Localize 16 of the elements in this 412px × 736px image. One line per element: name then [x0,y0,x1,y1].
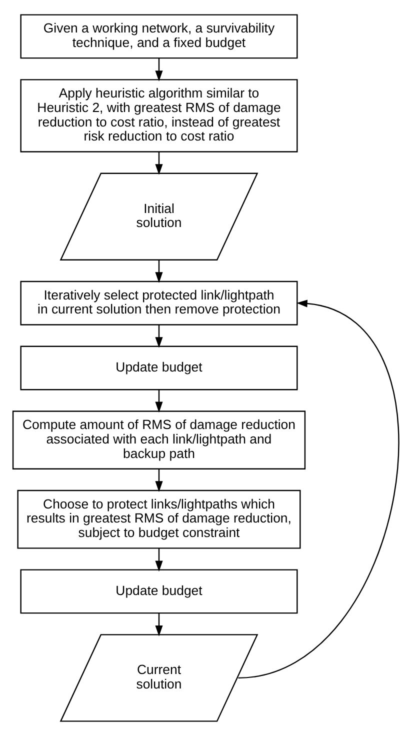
arrow [238,300,400,679]
node-box: Choose to protect links/lightpaths which results in greatest RMS of damage reduction, subject to budget constraint [17,490,301,549]
arrow [155,613,163,636]
node-box: Apply heuristic algorithm similar to Heuristic 2, with greatest RMS of damage reduction to cost ratio, instead of greatest risk reduction to cost ratio [20,79,298,152]
node-box: Update budget [20,346,298,390]
arrow [155,548,163,572]
node-box: Iteratively select protected link/lightpath in current solution then remove protection [20,280,298,326]
arrow [155,390,163,413]
node-box: Compute amount of RMS of damage reduction associated with each link/lightpath and backup path [12,410,306,470]
node-box: Given a working network, a survivability technique, and a fixed budget [20,14,298,59]
arrow [155,152,163,175]
arrow [155,469,163,492]
arrow [155,324,163,348]
node-box: Update budget [20,569,298,614]
arrow [155,58,163,82]
arrow [155,260,163,283]
